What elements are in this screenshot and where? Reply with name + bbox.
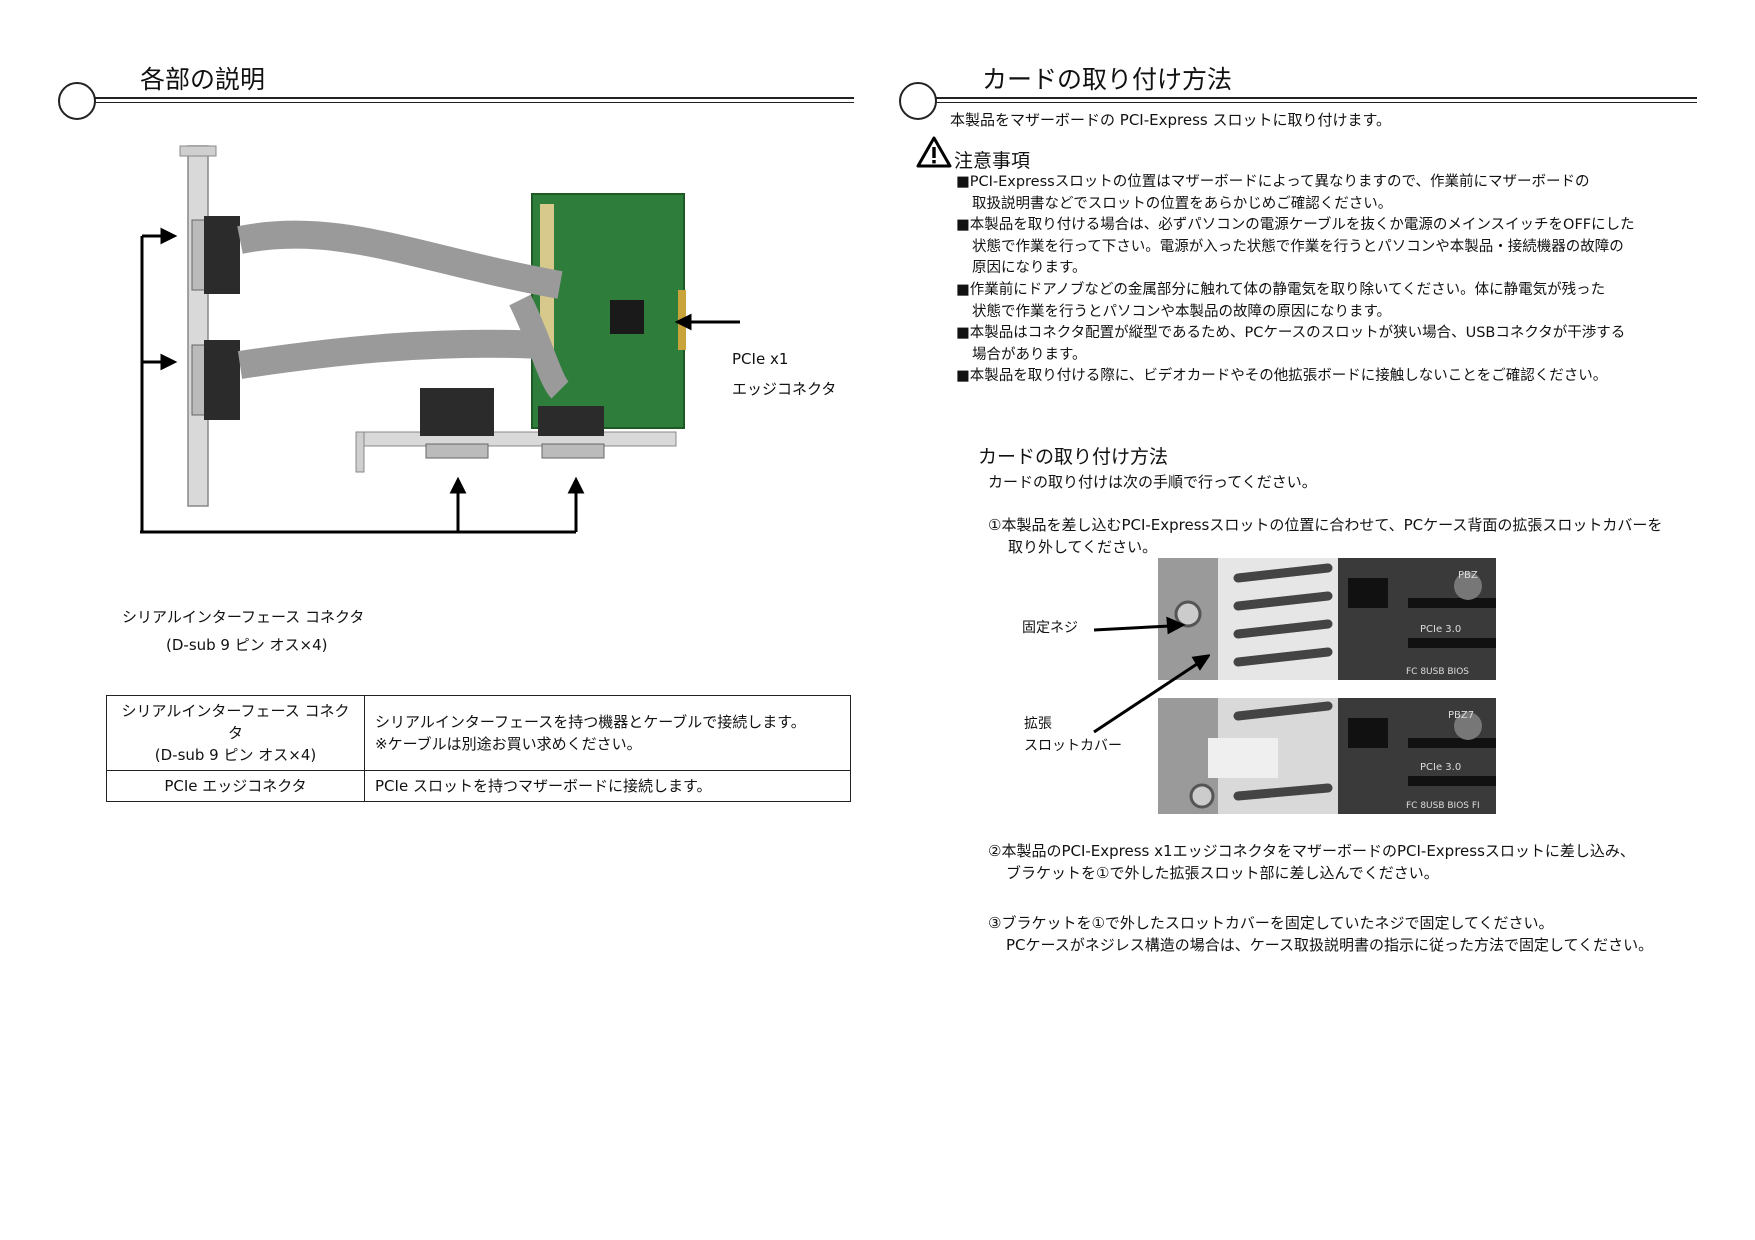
db9-connector <box>191 344 207 416</box>
board-mark: PCIe 3.0 <box>1420 624 1461 635</box>
photo-callout-arrows <box>1093 616 1210 734</box>
callout-arrows <box>140 227 740 534</box>
method-intro: カードの取り付けは次の手順で行ってください。 <box>988 473 1317 491</box>
right-title-circle <box>899 82 937 120</box>
cover-label-line1: 拡張 <box>1024 716 1052 732</box>
ribbon-cable <box>237 220 563 299</box>
method-title: カードの取り付け方法 <box>978 446 1169 468</box>
right-section-title: カードの取り付け方法 <box>982 65 1233 94</box>
serial-label-line2: (D-sub 9 ピン オス×4) <box>166 636 328 654</box>
table-cell-name: PCIe エッジコネクタ <box>106 770 365 802</box>
table-row: PCIe エッジコネクタ PCIe スロットを持つマザーボードに接続します。 <box>106 770 851 802</box>
pcie-label-line1: PCIe x1 <box>732 350 789 368</box>
left-bracket <box>187 145 209 507</box>
caution-line: 状態で作業を行うとパソコンや本製品の故障の原因になります。 <box>972 303 1392 320</box>
bottom-bracket <box>355 431 677 447</box>
right-title-rule <box>916 97 1697 103</box>
product-illustration <box>140 145 740 534</box>
db9-connector <box>541 443 605 459</box>
serial-label-line1: シリアルインターフェース コネクタ <box>122 608 365 626</box>
caution-line: 場合があります。 <box>972 346 1087 363</box>
caution-line: 取扱説明書などでスロットの位置をあらかじめご確認ください。 <box>972 195 1393 212</box>
db9-connector <box>191 219 207 291</box>
photo-slot-cover-bottom: PBZ7 PCIe 3.0 FC 8USB BIOS FI <box>1158 698 1496 814</box>
caution-line: ■本製品はコネクタ配置が縦型であるため、PCケースのスロットが狭い場合、USBコ… <box>956 325 1626 342</box>
caution-list: ■PCI-Expressスロットの位置はマザーボードによって異なりますので、作業… <box>956 172 1635 388</box>
db9-connector <box>425 443 489 459</box>
caution-line: ■本製品を取り付ける際に、ビデオカードやその他拡張ボードに接触しないことをご確認… <box>956 368 1608 385</box>
step2-line1: ②本製品のPCI-Express x1エッジコネクタをマザーボードのPCI-Ex… <box>988 842 1635 860</box>
cover-label-line2: スロットカバー <box>1024 738 1122 754</box>
spec-table: シリアルインターフェース コネクタ (D-sub 9 ピン オス×4) シリアル… <box>106 695 851 802</box>
board-mark: PBZ <box>1458 570 1478 581</box>
caution-line: ■PCI-Expressスロットの位置はマザーボードによって異なりますので、作業… <box>956 174 1590 190</box>
step1-line2: 取り外してください。 <box>1008 538 1158 556</box>
left-title-rule <box>75 97 854 103</box>
caution-line: 原因になります。 <box>972 260 1087 277</box>
screw-label: 固定ネジ <box>1022 620 1078 636</box>
caution-line: ■作業前にドアノブなどの金属部分に触れて体の静電気を取り除いてください。体に静電… <box>956 281 1606 298</box>
caution-line: ■本製品を取り付ける場合は、必ずパソコンの電源ケーブルを抜くか電源のメインスイッ… <box>956 217 1635 234</box>
install-intro: 本製品をマザーボードの PCI-Express スロットに取り付けます。 <box>950 111 1391 129</box>
table-row: シリアルインターフェース コネクタ (D-sub 9 ピン オス×4) シリアル… <box>106 695 851 771</box>
step3-line2: PCケースがネジレス構造の場合は、ケース取扱説明書の指示に従った方法で固定してく… <box>1006 936 1654 954</box>
caution-title: 注意事項 <box>954 150 1031 172</box>
photo-slot-cover-top: PBZ PCIe 3.0 FC 8USB BIOS <box>1158 558 1496 680</box>
warning-icon <box>916 136 952 168</box>
left-title-circle <box>58 82 96 120</box>
left-section-title: 各部の説明 <box>140 65 266 94</box>
caution-line: 状態で作業を行って下さい。電源が入った状態で作業を行うとパソコンや本製品・接続機… <box>972 238 1624 255</box>
step3-line1: ③ブラケットを①で外したスロットカバーを固定していたネジで固定してください。 <box>988 914 1554 932</box>
pcie-label-line2: エッジコネクタ <box>732 380 837 398</box>
ribbon-cable <box>237 329 541 379</box>
table-cell-desc: シリアルインターフェースを持つ機器とケーブルで接続します。 ※ケーブルは別途お買… <box>364 695 851 771</box>
board-mark: PCIe 3.0 <box>1420 762 1461 773</box>
board-mark: FC 8USB BIOS FI <box>1406 801 1480 811</box>
step1-line1: ①本製品を差し込むPCI-Expressスロットの位置に合わせて、PCケース背面… <box>988 516 1663 534</box>
pcb-chip <box>610 300 644 334</box>
board-mark: PBZ7 <box>1448 710 1474 721</box>
step2-line2: ブラケットを①で外した拡張スロット部に差し込んでください。 <box>1006 864 1439 882</box>
table-cell-desc: PCIe スロットを持つマザーボードに接続します。 <box>364 770 851 802</box>
board-mark: FC 8USB BIOS <box>1406 667 1469 677</box>
table-cell-name: シリアルインターフェース コネクタ (D-sub 9 ピン オス×4) <box>106 695 365 771</box>
